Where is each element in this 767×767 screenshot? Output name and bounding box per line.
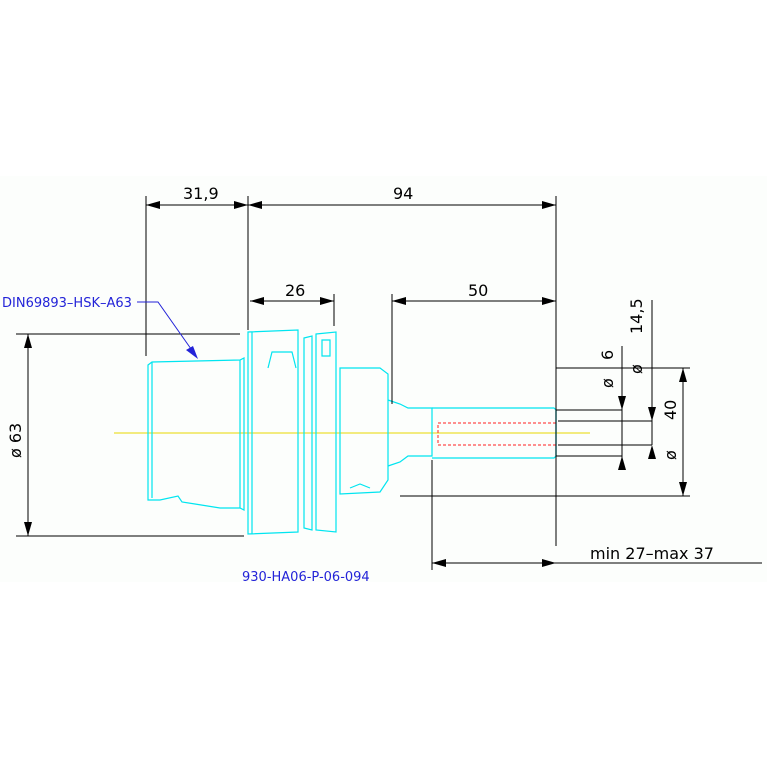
dim-6-dia: ø [598, 378, 617, 388]
dim-94: 94 [393, 184, 413, 203]
arrowheads [24, 201, 687, 567]
dim-phi-63: ø 63 [6, 423, 25, 458]
dimension-lines [16, 196, 762, 570]
drawing-background [0, 176, 767, 582]
dim-50: 50 [468, 281, 488, 300]
dim-31-9: 31,9 [183, 184, 219, 203]
dim-14-5-dia: ø [627, 364, 646, 374]
flange [247, 329, 299, 535]
dim-14-5: 14,5 [627, 298, 646, 334]
hsk-taper [147, 357, 245, 511]
body [339, 367, 389, 495]
leader-line [137, 301, 197, 357]
hidden-bore [437, 422, 557, 446]
dim-40: 40 [661, 400, 680, 420]
dim-40-dia: ø [661, 450, 680, 460]
tool-holder-outline [147, 329, 557, 535]
dim-6: 6 [598, 350, 617, 360]
part-number-label: 930-HA06-P-06-094 [242, 570, 370, 585]
leader-arrow [186, 346, 198, 359]
dim-clamp-range: min 27–max 37 [590, 544, 714, 563]
taper-standard-label: DIN69893–HSK–A63 [2, 296, 132, 311]
nose-transition [387, 399, 433, 467]
dim-26: 26 [285, 281, 305, 300]
groove-ring [303, 335, 313, 531]
